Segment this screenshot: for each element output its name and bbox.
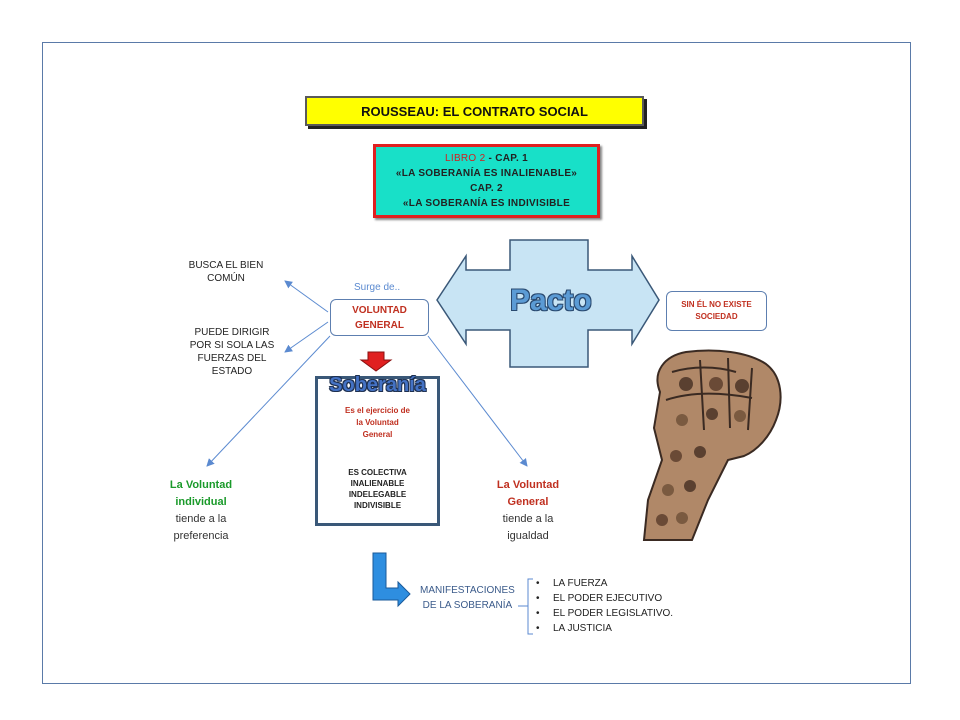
soberania-box [315, 376, 440, 526]
vg-box-line1: VOLUNTAD [352, 304, 407, 316]
sin-box-line2: SOCIEDAD [695, 312, 738, 321]
vi-line2: individual [175, 496, 227, 508]
list-bracket [518, 578, 533, 635]
vi-line1: La Voluntad [169, 479, 233, 491]
ejercicio-line3: General [362, 430, 393, 439]
slide-frame [42, 42, 911, 684]
soberania-props: ES COLECTIVA INALIENABLE INDELEGABLE IND… [318, 467, 437, 511]
prop-inalienable: INALIENABLE [350, 479, 405, 488]
libro-box: LIBRO 2 - CAP. 1 «LA SOBERANÍA ES INALIE… [373, 144, 600, 218]
ejercicio-line2: la Voluntad [356, 418, 399, 427]
title-box: ROUSSEAU: EL CONTRATO SOCIAL [305, 96, 644, 126]
voluntad-general-box: VOLUNTAD GENERAL [330, 299, 429, 336]
list-item: LA JUSTICIA [536, 621, 673, 636]
fist-image [642, 349, 782, 541]
pacto-cross-arrow [436, 239, 660, 368]
voluntad-general-text: La Voluntad General tiende a la igualdad [487, 477, 569, 545]
prop-colectiva: ES COLECTIVA [348, 468, 407, 477]
vi-line4: preferencia [173, 530, 229, 542]
sin-box-line1: SIN ÉL NO EXISTE [681, 300, 752, 309]
libro-cap1: - CAP. 1 [485, 153, 528, 164]
surge-de-text: Surge de.. [354, 282, 401, 293]
pacto-label: Pacto [510, 284, 592, 317]
vg-line3: tiende a la [502, 513, 554, 525]
libro-line2: «LA SOBERANÍA ES INALIENABLE» [395, 168, 578, 179]
manifestaciones-list: LA FUERZA EL PODER EJECUTIVO EL PODER LE… [536, 576, 673, 636]
list-item: EL PODER EJECUTIVO [536, 591, 673, 606]
title-text: ROUSSEAU: EL CONTRATO SOCIAL [361, 103, 588, 119]
libro-line4: «LA SOBERANÍA ES INDIVISIBLE [402, 198, 571, 209]
libro-label: LIBRO 2 [445, 153, 486, 164]
red-down-arrow [359, 351, 393, 372]
ejercicio-line1: Es el ejercicio de [345, 406, 410, 415]
puede-dirigir-text: PUEDE DIRIGIR POR SI SOLA LAS FUERZAS DE… [186, 326, 278, 378]
prop-indelegable: INDELEGABLE [348, 490, 407, 499]
busca-line1: BUSCA EL BIEN [188, 260, 264, 271]
manifestaciones-label: MANIFESTACIONES DE LA SOBERANÍA [420, 583, 515, 613]
manif-line2: DE LA SOBERANÍA [422, 600, 513, 611]
manif-line1: MANIFESTACIONES [420, 585, 515, 596]
l-shaped-arrow [372, 552, 411, 608]
voluntad-individual-text: La Voluntad individual tiende a la prefe… [160, 477, 242, 545]
libro-line1: LIBRO 2 - CAP. 1 [445, 151, 528, 166]
soberania-ejercicio: Es el ejercicio de la Voluntad General [318, 405, 437, 441]
puede-line3: FUERZAS DEL [197, 353, 267, 364]
soberania-title: Soberanía [329, 374, 426, 396]
busca-line2: COMÚN [207, 273, 245, 284]
list-item: LA FUERZA [536, 576, 673, 591]
libro-line3: CAP. 2 [470, 183, 503, 194]
vi-line3: tiende a la [175, 513, 227, 525]
vg-box-line2: GENERAL [355, 319, 404, 331]
arrow-to-voluntad-general [427, 335, 528, 467]
arrow-to-busca [284, 280, 329, 313]
arrow-to-voluntad-individual [206, 335, 331, 467]
vg-line4: igualdad [507, 530, 549, 542]
list-item: EL PODER LEGISLATIVO. [536, 606, 673, 621]
vg-line1: La Voluntad [496, 479, 560, 491]
puede-line2: POR SI SOLA LAS [189, 340, 275, 351]
arrow-to-puede [284, 321, 329, 353]
busca-bien-text: BUSCA EL BIEN COMÚN [186, 259, 266, 285]
vg-line2: General [507, 496, 549, 508]
puede-line4: ESTADO [211, 366, 253, 377]
prop-indivisible: INDIVISIBLE [353, 501, 402, 510]
sin-sociedad-box: SIN ÉL NO EXISTE SOCIEDAD [666, 291, 767, 331]
puede-line1: PUEDE DIRIGIR [194, 327, 270, 338]
